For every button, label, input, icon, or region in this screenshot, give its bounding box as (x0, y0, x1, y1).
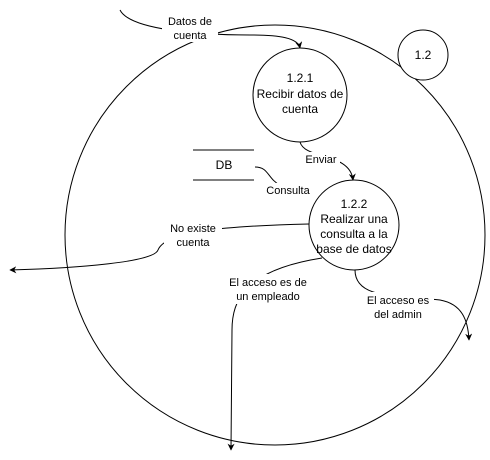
flow-empleado-label: El acceso es de un empleado (226, 274, 312, 304)
flow-admin-label-line-2: del admin (374, 309, 422, 321)
flow-incoming-label-line-1: Datos de (168, 16, 212, 28)
outer-process-boundary (64, 24, 486, 446)
flow-enviar-text: Enviar (305, 154, 337, 166)
flow-no-existe-label: No existe cuenta (164, 220, 222, 250)
flow-empleado-label-line-2: un empleado (236, 291, 300, 303)
process-1-2-2-name-line-1: Realizar una (320, 212, 388, 226)
flow-no-existe-label-line-1: No existe (170, 223, 216, 235)
process-1-2-2[interactable]: 1.2.2 Realizar una consulta a la base de… (308, 179, 400, 271)
outer-process-node[interactable]: 1.2 (397, 29, 449, 81)
datastore-name: DB (216, 158, 233, 172)
flow-incoming-label: Datos de cuenta (162, 12, 218, 42)
flow-incoming-label-line-2: cuenta (173, 30, 207, 42)
process-1-2-1[interactable]: 1.2.1 Recibir datos de cuenta (252, 47, 348, 143)
datastore-db[interactable]: DB (193, 149, 254, 181)
outer-process-circle (397, 29, 449, 81)
process-1-2-1-id: 1.2.1 (287, 71, 314, 85)
flow-no-existe-label-line-2: cuenta (176, 237, 210, 249)
flow-no-existe (9, 223, 310, 274)
outer-process-id: 1.2 (415, 48, 432, 62)
flow-admin-label-line-1: El acceso es (367, 295, 430, 307)
process-1-2-1-name-line-1: Recibir datos de (257, 87, 344, 101)
flow-incoming (119, 9, 303, 49)
flow-consulta-text: Consulta (266, 185, 310, 197)
process-1-2-2-name-line-2: consulta a la (320, 227, 388, 241)
flow-admin-label: El acceso es del admin (362, 292, 434, 322)
flow-enviar-label: Enviar (302, 152, 340, 166)
process-1-2-2-circle (308, 179, 400, 271)
flow-empleado-label-line-1: El acceso es de (229, 277, 307, 289)
process-1-2-2-id: 1.2.2 (341, 197, 368, 211)
process-1-2-1-name-line-2: cuenta (282, 102, 318, 116)
flow-admin (354, 269, 473, 341)
process-1-2-2-name-line-3: base de datos (316, 242, 391, 256)
flow-consulta-label: Consulta (264, 183, 312, 197)
